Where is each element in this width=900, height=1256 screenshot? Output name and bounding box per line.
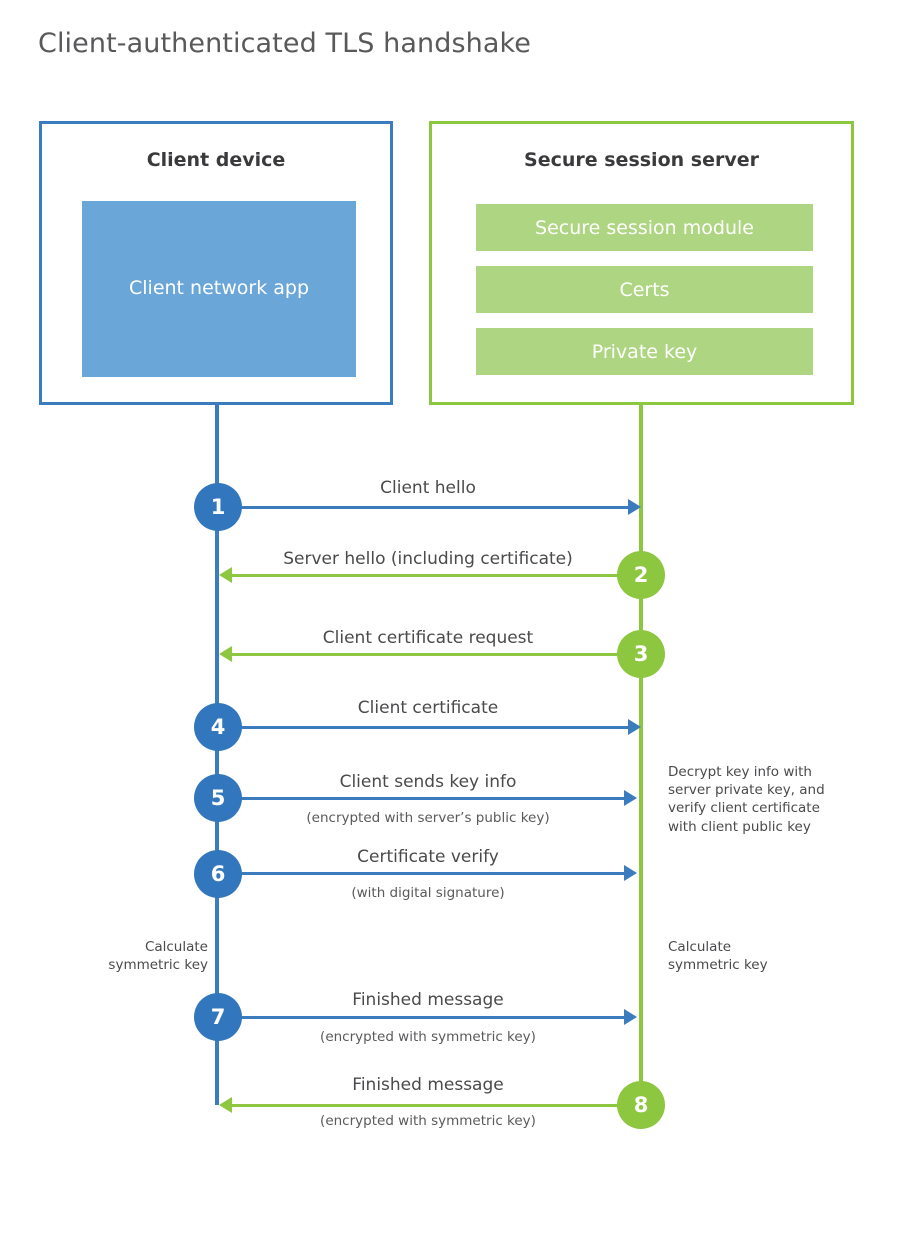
step-8-arrow-head	[219, 1097, 232, 1113]
server-lifeline	[639, 405, 643, 1105]
server-decrypt-note: Decrypt key info with server private key…	[668, 764, 825, 835]
step-5-label: Client sends key info	[339, 772, 517, 792]
secure-session-server-title: Secure session server	[524, 149, 759, 171]
step-1-number: 1	[210, 495, 226, 519]
client-network-app-block: Client network app	[82, 201, 356, 377]
secure-session-server-box: Secure session server Secure session mod…	[429, 121, 854, 405]
step-1-circle[interactable]: 1	[194, 483, 242, 531]
step-2-circle[interactable]: 2	[617, 551, 665, 599]
step-4-arrow-line	[217, 726, 628, 729]
step-5-sublabel: (encrypted with server’s public key)	[306, 810, 550, 826]
step-8-number: 8	[633, 1093, 649, 1117]
server-component-certs: Certs	[476, 266, 813, 313]
step-8-circle[interactable]: 8	[617, 1081, 665, 1129]
step-2-arrow-head	[219, 567, 232, 583]
step-8-sublabel: (encrypted with symmetric key)	[320, 1113, 536, 1129]
step-3-label: Client certificate request	[322, 628, 534, 648]
step-3-arrow-line	[232, 653, 640, 656]
step-6-arrow-line	[217, 872, 624, 875]
step-4-label: Client certificate	[357, 698, 499, 718]
step-7-circle[interactable]: 7	[194, 993, 242, 1041]
step-2-arrow-line	[232, 574, 640, 577]
step-2-label: Server hello (including certificate)	[283, 549, 573, 569]
server-calculate-symmetric-key-note: Calculate symmetric key	[668, 939, 768, 974]
step-7-sublabel: (encrypted with symmetric key)	[320, 1029, 536, 1045]
step-2-number: 2	[633, 563, 649, 587]
client-device-box: Client device Client network app	[39, 121, 393, 405]
step-6-label: Certificate verify	[357, 847, 499, 867]
step-5-arrow-line	[217, 797, 624, 800]
step-1-arrow-head	[628, 499, 641, 515]
step-6-circle[interactable]: 6	[194, 850, 242, 898]
step-7-label: Finished message	[352, 990, 504, 1010]
step-6-sublabel: (with digital signature)	[351, 885, 505, 901]
step-7-arrow-line	[217, 1016, 624, 1019]
step-1-label: Client hello	[380, 478, 476, 498]
step-1-arrow-line	[217, 506, 628, 509]
step-8-label: Finished message	[352, 1075, 504, 1095]
page-title: Client-authenticated TLS handshake	[38, 28, 531, 59]
server-component-label: Private key	[591, 340, 698, 363]
server-component-label: Secure session module	[535, 216, 754, 239]
step-6-number: 6	[210, 862, 226, 886]
client-device-title: Client device	[146, 149, 286, 171]
step-5-arrow-head	[624, 790, 637, 806]
step-5-circle[interactable]: 5	[194, 774, 242, 822]
client-calculate-symmetric-key-note: Calculate symmetric key	[108, 939, 208, 974]
step-4-number: 4	[210, 715, 226, 739]
client-lifeline	[215, 405, 219, 1105]
step-4-circle[interactable]: 4	[194, 703, 242, 751]
step-3-circle[interactable]: 3	[617, 630, 665, 678]
step-6-arrow-head	[624, 865, 637, 881]
client-network-app-label: Client network app	[129, 277, 310, 300]
step-5-number: 5	[210, 786, 226, 810]
server-component-secure-session-module: Secure session module	[476, 204, 813, 251]
server-component-private-key: Private key	[476, 328, 813, 375]
step-3-arrow-head	[219, 646, 232, 662]
step-3-number: 3	[633, 642, 649, 666]
step-7-number: 7	[210, 1005, 226, 1029]
step-7-arrow-head	[624, 1009, 637, 1025]
step-4-arrow-head	[628, 719, 641, 735]
step-8-arrow-line	[232, 1104, 640, 1107]
server-component-label: Certs	[619, 278, 670, 301]
